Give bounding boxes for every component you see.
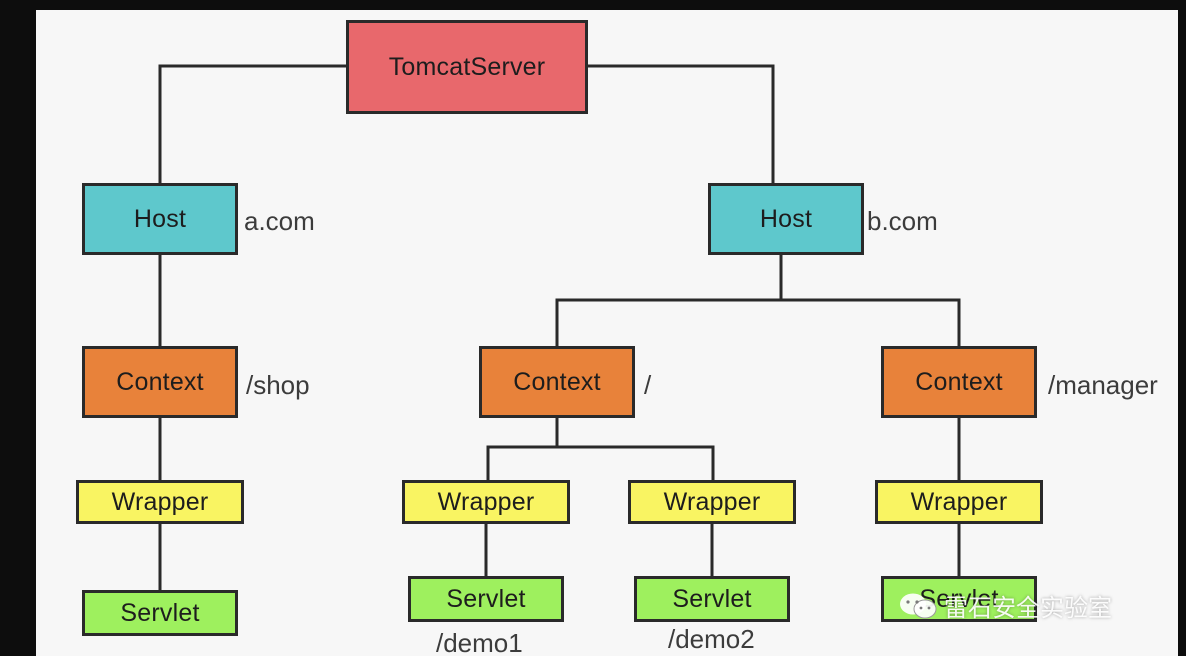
host-domain-a: a.com xyxy=(244,206,315,236)
connector-lines xyxy=(158,64,961,590)
servlet-node-shop: Servlet xyxy=(82,590,238,636)
wechat-icon xyxy=(900,593,937,618)
wrapper-node-shop: Wrapper xyxy=(76,480,244,524)
connector-context-root-wrappers xyxy=(486,445,715,480)
diagram-canvas: TomcatServer Host a.com Host b.com Conte… xyxy=(36,10,1178,656)
wrapper-node-manager: Wrapper xyxy=(875,480,1043,524)
watermark-text: 雷石安全实验室 xyxy=(944,595,1112,622)
watermark: 雷石安全实验室 xyxy=(898,588,1112,623)
tomcat-server-node: TomcatServer xyxy=(346,20,588,114)
servlet-node-demo1: Servlet xyxy=(408,576,564,622)
connector-root-host-a xyxy=(158,64,346,185)
servlet-node-demo2: Servlet xyxy=(634,576,790,622)
servlet-path-demo2: /demo2 xyxy=(668,624,755,654)
context-node-manager: Context xyxy=(881,346,1037,418)
context-path-manager: /manager xyxy=(1048,370,1158,400)
context-path-shop: /shop xyxy=(246,370,310,400)
context-path-root: / xyxy=(644,370,652,400)
connector-host-b-contexts xyxy=(555,298,961,346)
host-domain-b: b.com xyxy=(867,206,938,236)
connector-root-host-b xyxy=(588,64,775,185)
context-node-root: Context xyxy=(479,346,635,418)
wrapper-node-demo1: Wrapper xyxy=(402,480,570,524)
host-node-b: Host xyxy=(708,183,864,255)
servlet-node-manager: Servlet xyxy=(881,576,1037,622)
host-node-a: Host xyxy=(82,183,238,255)
servlet-path-demo1: /demo1 xyxy=(436,628,523,656)
wrapper-node-demo2: Wrapper xyxy=(628,480,796,524)
context-node-shop: Context xyxy=(82,346,238,418)
